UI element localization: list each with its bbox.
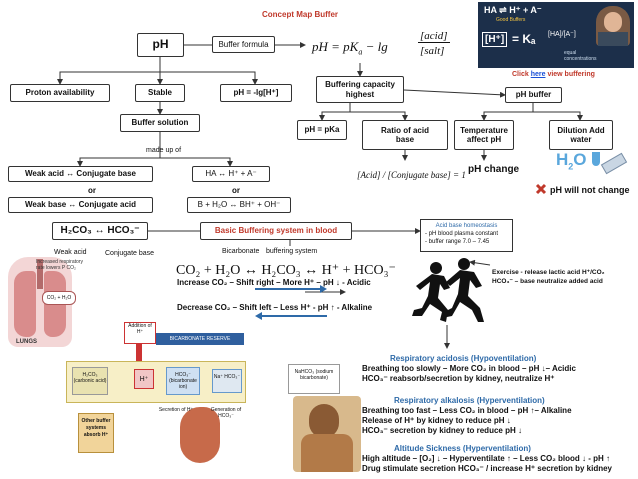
alkalosis-line-3: HCO₃⁻ secretion by kidney to reduce pH ↓ <box>362 426 522 435</box>
co2-h2o-bubble: CO₂ + H₂O <box>42 291 76 305</box>
altitude-sickness-section: Altitude Sickness (Hyperventilation) Hig… <box>362 444 612 474</box>
altitude-line-2: Drug stimulate secretion HCO₃⁻ / increas… <box>362 464 612 473</box>
video-eq: = Kₐ <box>512 32 536 46</box>
or-label-1: or <box>88 186 96 195</box>
homeostasis-line-2: - buffer range 7.0 – 7.45 <box>425 239 490 245</box>
video-frac: [HA]/[A⁻] <box>548 31 576 38</box>
altitude-line-1: High altitude – [O₂] ↓ – Hyperventilate … <box>362 454 611 463</box>
exercise-note: Exercise - release lactic acid H⁺/CO₂ HC… <box>492 268 605 286</box>
temperature-box: Temperature affect pH <box>454 120 514 150</box>
page-title: Concept Map Buffer <box>262 10 338 19</box>
decrease-co2-line: Decrease CO₂ – Shift left – Less H⁺ - pH… <box>177 303 373 312</box>
buffer-solution-box: Buffer solution <box>120 114 200 132</box>
generation-hco3-label: Generation of HCO₃⁻ <box>210 407 242 419</box>
buffer-formula-box: Buffer formula <box>212 36 275 53</box>
h2co3-pair-box: H₂CO₃ ↔ HCO₃⁻ <box>52 222 148 240</box>
conjugate-base-label: Conjugate base <box>105 250 155 257</box>
other-buffers-box: Other buffer systems absorb H⁺ <box>78 413 114 453</box>
ha-equilibrium-box: HA ↔ H⁺ + A⁻ <box>192 166 270 182</box>
altitude-title: Altitude Sickness (Hyperventilation) <box>394 444 531 453</box>
video-link-row: Click here view buffering <box>512 71 595 78</box>
na-hco3-cell: Na⁺ HCO₃⁻ <box>212 369 242 393</box>
bicarbonate-label: Bicarbonate <box>222 248 260 255</box>
ratio-equation: [Acid] / [Conjugate base] = 1 <box>357 162 467 192</box>
alkalosis-line-1: Breathing too fast – Less CO₂ in blood –… <box>362 406 572 415</box>
click-here-link[interactable]: here <box>530 71 546 78</box>
buffer-formula-equation: pH = pKa − lg [acid] [salt] <box>312 30 450 57</box>
carbonic-equation: CO₂ + H₂O ↔ H₂CO₃ ↔ H⁺ + HCO₃⁻ <box>176 263 396 278</box>
video-h-label: [H⁺] <box>482 32 508 47</box>
hco3-cell: HCO₃⁻ (bicarbonate ion) <box>166 367 200 395</box>
click-suffix: view buffering <box>547 71 595 78</box>
respiratory-rate-label: Increased respiratory rate lowers P CO₂ <box>36 259 83 271</box>
breathing-person-image <box>293 396 361 472</box>
bicarbonate-reserve-illustration: LUNGS Increased respiratory rate lowers … <box>6 257 246 475</box>
basic-buffering-system-box: Basic Buffering system in blood <box>200 222 352 240</box>
respiratory-alkalosis-section: Respiratory alkalosis (Hyperventilation)… <box>362 396 572 436</box>
exercise-line-1: Exercise - release lactic acid H⁺/CO₂ <box>492 269 605 276</box>
dilution-box: Dilution Add water <box>549 120 613 150</box>
click-label: Click <box>512 71 529 78</box>
h-plus-cell: H⁺ <box>134 369 154 389</box>
weak-acid-pair-box: Weak acid ↔ Conjugate base <box>8 166 153 182</box>
ph-box: pH <box>137 33 184 57</box>
cross-icon <box>535 183 547 195</box>
homeostasis-line-1: - pH blood plasma constant <box>425 231 499 237</box>
proton-availability-box: Proton availability <box>10 84 110 102</box>
ph-change-label: pH change <box>468 164 520 175</box>
alkalosis-title: Respiratory alkalosis (Hyperventilation) <box>394 396 545 405</box>
weak-base-pair-box: Weak base ↔ Conjugate acid <box>8 197 153 213</box>
respiratory-acidosis-section: Respiratory acidosis (Hypoventilation) B… <box>362 354 576 384</box>
ph-buffer-box: pH buffer <box>505 87 562 103</box>
video-thumbnail[interactable]: HA ⇌ H⁺ + A⁻ Good Buffers [H⁺] = Kₐ [HA]… <box>478 2 634 68</box>
stable-box: Stable <box>135 84 185 102</box>
acid-base-homeostasis-box: Acid base homeostasis - pH blood plasma … <box>420 219 513 252</box>
ph-no-change-label: pH will not change <box>550 185 630 195</box>
acidosis-line-2: HCO₃⁻ reabsorb/secretion by kidney, neut… <box>362 374 555 383</box>
h2co3-cell: H₂CO₃ (carbonic acid) <box>72 367 108 395</box>
water-dilution-icon: H2O <box>556 150 628 180</box>
ph-definition-box: pH = -lg[H⁺] <box>220 84 292 102</box>
addition-arrow <box>136 343 142 361</box>
addition-h-label: Addition of H⁺ <box>124 322 156 344</box>
base-equilibrium-box: B + H₂O ↔ BH⁺ + OH⁻ <box>187 197 291 213</box>
kidney-image <box>180 407 220 463</box>
lungs-label: LUNGS <box>16 339 37 345</box>
buffering-capacity-box: Buffering capacity highest <box>316 76 404 103</box>
ratio-box: Ratio of acid base <box>362 120 448 150</box>
ratio-equation-text: [Acid] / [Conjugate base] = 1 <box>357 170 466 180</box>
video-formula-top: HA ⇌ H⁺ + A⁻ <box>484 5 542 15</box>
alkalosis-line-2: Release of H⁺ by kidney to reduce pH ↓ <box>362 416 511 425</box>
acidosis-line-1: Breathing too slowly – More CO₂ in blood… <box>362 364 576 373</box>
video-side-note: equal concentrations <box>564 50 597 62</box>
buffering-system-label: buffering system <box>266 248 318 255</box>
made-up-of-label: made up of <box>146 147 182 154</box>
video-caption: Good Buffers <box>496 17 526 23</box>
nahco3-box: NaHCO₃ (sodium bicarbonate) <box>288 364 340 394</box>
weak-acid-label: Weak acid <box>54 249 87 256</box>
or-label-2: or <box>232 186 240 195</box>
presenter-image <box>596 6 630 46</box>
increase-co2-line: Increase CO₂ – Shift right – More H⁺ – p… <box>177 278 371 287</box>
secretion-h-label: Secretion of H⁺ <box>158 407 194 413</box>
ph-equals-pka-box: pH = pKa <box>297 120 347 140</box>
homeostasis-title: Acid base homeostasis <box>435 223 498 229</box>
reserve-banner: BICARBONATE RESERVE <box>156 333 244 345</box>
exercise-line-2: HCO₃⁻ – base neutralize added acid <box>492 278 603 285</box>
acidosis-title: Respiratory acidosis (Hypoventilation) <box>390 354 537 363</box>
runners-image <box>412 258 484 322</box>
